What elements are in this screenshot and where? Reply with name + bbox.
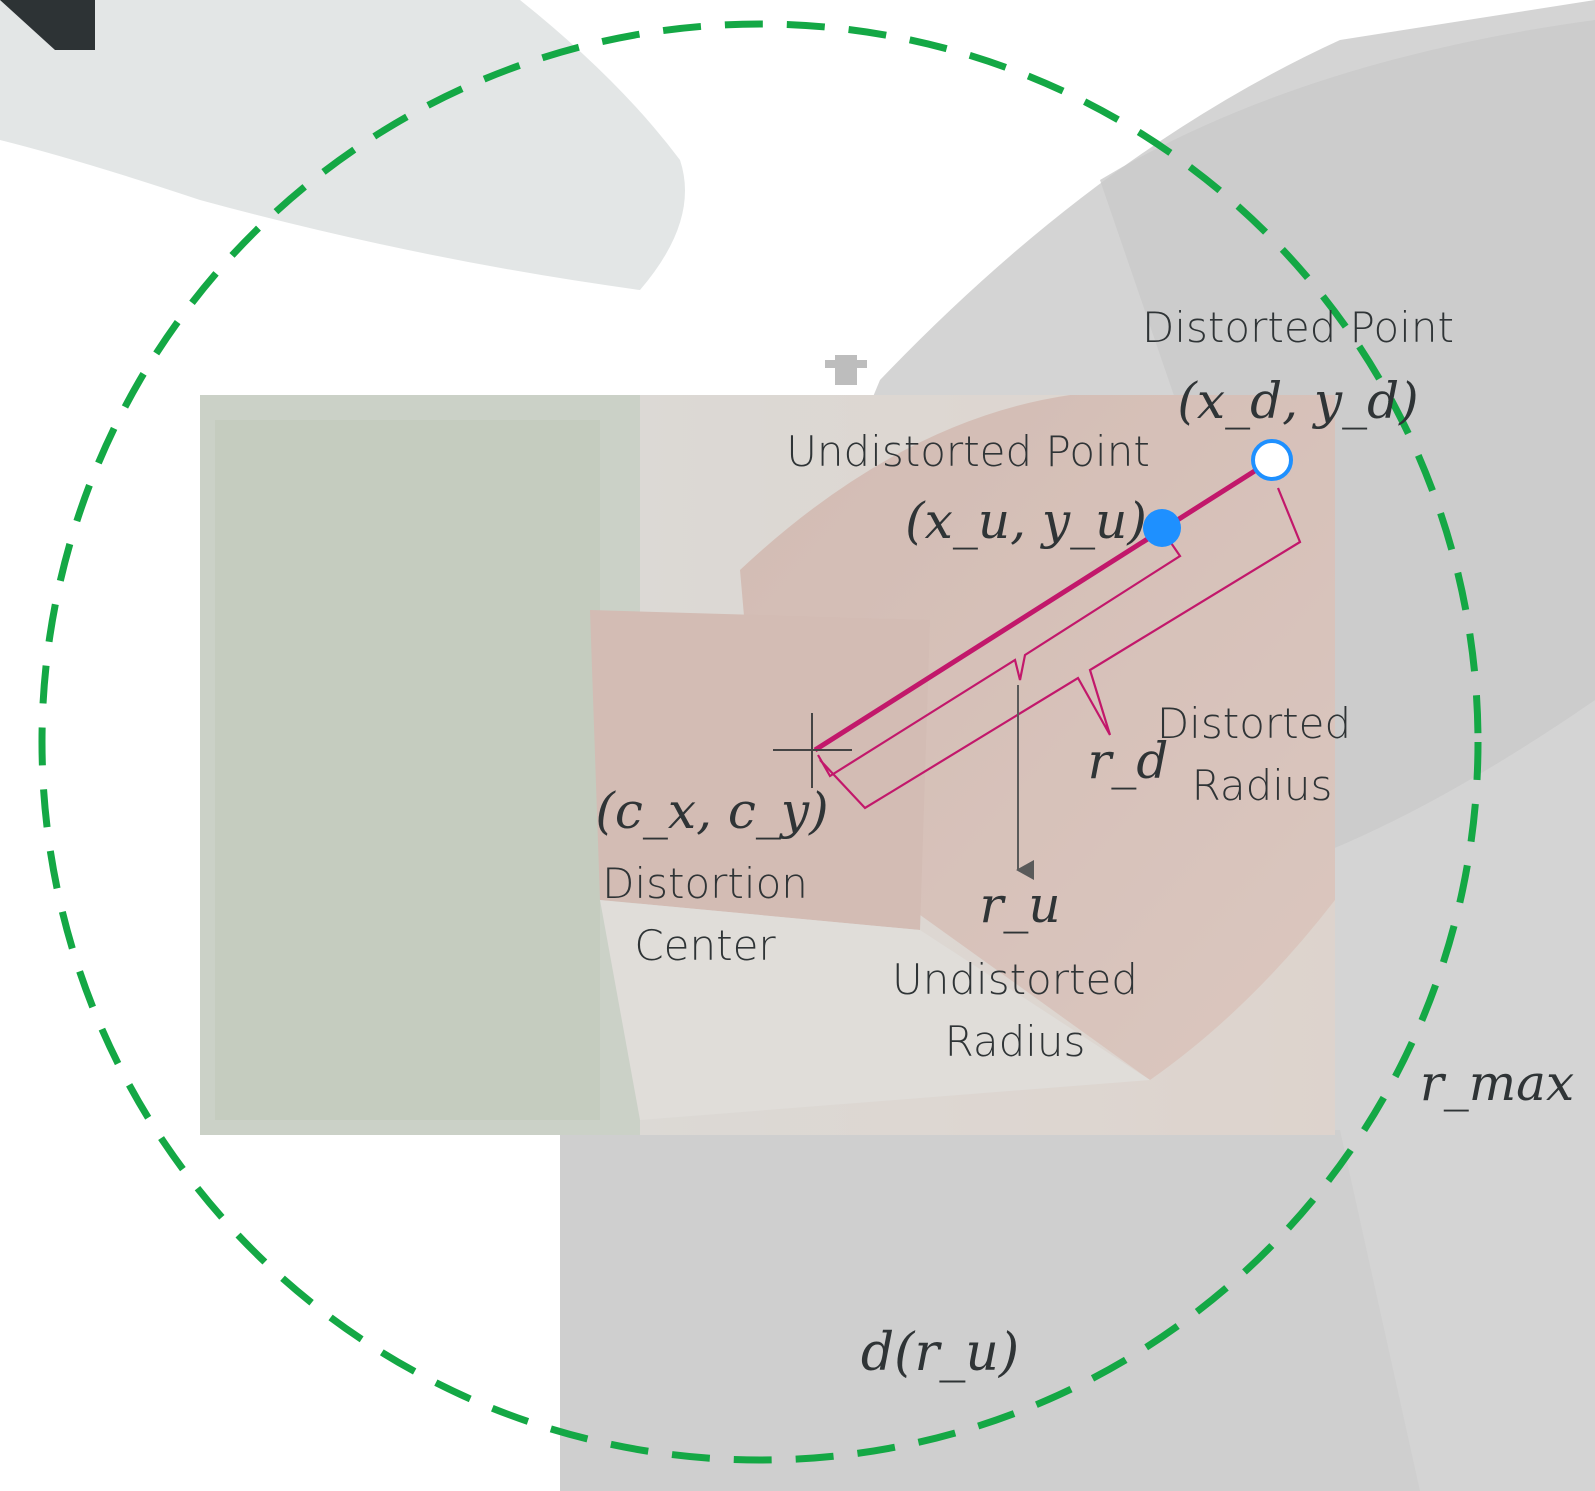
undistorted-radius-bracket: [817, 536, 1182, 778]
distorted-radius-title-line2: Radius: [1192, 761, 1333, 810]
rmax-symbol: r_max: [1420, 1054, 1574, 1112]
distorted-radius-bracket: [819, 487, 1302, 810]
distorted-point-marker: [1251, 439, 1293, 481]
distorted-radius-title-line1: Distorted: [1157, 699, 1351, 748]
rmax-dashed-circle: [38, 20, 1482, 1464]
undistorted-radius-title-line1: Undistorted: [892, 955, 1138, 1004]
undistorted-photo: [200, 395, 1335, 1135]
undistorted-point-coord: (x_u, y_u): [905, 492, 1147, 550]
crosshair-icon: [773, 713, 852, 788]
distortion-center-coord: (c_x, c_y): [595, 782, 828, 840]
undistorted-radius-title-line2: Radius: [945, 1017, 1086, 1066]
undistorted-radius-symbol: r_u: [979, 876, 1060, 934]
distorted-point-coord: (x_d, y_d): [1177, 372, 1418, 430]
distortion-center-title-line2: Center: [634, 921, 776, 970]
radius-line: [813, 457, 1274, 753]
undistorted-point-marker: [1143, 509, 1181, 547]
undistorted-point-title: Undistorted Point: [786, 427, 1150, 476]
distortion-function-label: d(r_u): [861, 1323, 1019, 1383]
distortion-center-title-line1: Distortion: [602, 859, 808, 908]
distorted-radius-symbol: r_d: [1088, 732, 1169, 790]
corner-logo-fragment: [0, 0, 95, 50]
distorted-point-title: Distorted Point: [1142, 303, 1454, 352]
